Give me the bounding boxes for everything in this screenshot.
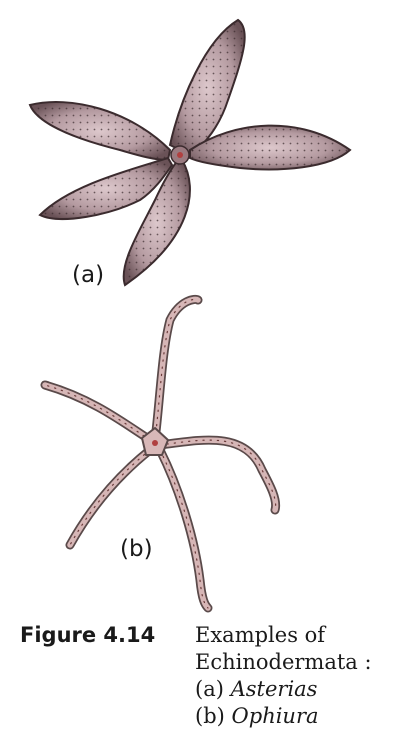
figure-label-b: (b) [120,536,153,562]
caption-item-b-prefix: (b) [195,704,225,728]
figure-caption: Figure 4.14 Examples of Echinodermata : … [20,622,415,730]
caption-line-1: Examples of [195,623,326,647]
caption-line-2: Echinodermata : [195,650,372,674]
caption-item-a-name: Asterias [230,677,318,701]
caption-figure-number: Figure 4.14 [20,623,156,647]
ophiura-brittlestar-image [40,294,281,613]
caption-item-b-name: Ophiura [231,704,319,728]
asterias-starfish-image [28,18,352,287]
figure-label-a: (a) [72,262,105,288]
caption-item-a-prefix: (a) [195,677,224,701]
figure-illustration [28,18,352,613]
